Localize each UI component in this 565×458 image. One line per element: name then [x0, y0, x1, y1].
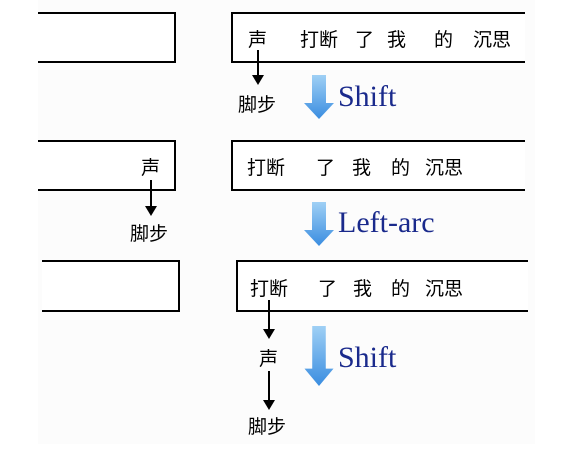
step3-tree-node-2: 脚步 — [248, 416, 287, 438]
step2-stack-word-1: 声 — [141, 157, 161, 179]
step1-buffer-word-6: 沉思 — [473, 29, 512, 51]
step2-stack-box — [38, 140, 176, 191]
step1-buffer-word-4: 我 — [387, 29, 407, 51]
step1-buffer-box — [231, 12, 525, 63]
step2-buffer-word-3: 我 — [352, 157, 372, 179]
step3-buffer-word-5: 沉思 — [425, 278, 464, 300]
step1-dependency-arrow — [252, 50, 264, 85]
step3-tree-node-1: 声 — [259, 348, 279, 370]
step1-buffer-word-3: 了 — [355, 29, 375, 51]
step1-arc-dependent: 脚步 — [238, 94, 277, 116]
step1-buffer-word-5: 的 — [434, 29, 454, 51]
diagram-panel — [38, 0, 535, 444]
step2-dependency-arrow — [145, 180, 157, 216]
step1-action-arrow-icon — [304, 75, 334, 119]
step3-stack-box — [42, 260, 180, 312]
step3-buffer-word-4: 的 — [391, 278, 411, 300]
step2-action-arrow-icon — [304, 202, 334, 246]
step2-arc-dependent: 脚步 — [130, 223, 169, 245]
step1-buffer-word-1: 声 — [248, 29, 268, 51]
step3-dependency-arrow-lower — [263, 371, 275, 410]
step1-stack-box — [38, 12, 176, 63]
step2-buffer-word-2: 了 — [316, 157, 336, 179]
step3-action-arrow-icon — [304, 326, 334, 386]
step2-buffer-word-4: 的 — [391, 157, 411, 179]
step3-action-label: Shift — [338, 341, 397, 374]
step2-buffer-box — [231, 140, 525, 191]
step2-action-label: Left-arc — [338, 206, 435, 239]
step1-buffer-word-2: 打断 — [300, 29, 339, 51]
step3-buffer-word-1: 打断 — [250, 278, 289, 300]
step1-action-label: Shift — [338, 80, 397, 113]
step2-buffer-word-1: 打断 — [247, 157, 286, 179]
step3-buffer-word-2: 了 — [318, 278, 338, 300]
step3-buffer-word-3: 我 — [353, 278, 373, 300]
step3-dependency-arrow-upper — [263, 300, 275, 339]
step3-buffer-box — [236, 260, 528, 312]
step2-buffer-word-5: 沉思 — [425, 157, 464, 179]
